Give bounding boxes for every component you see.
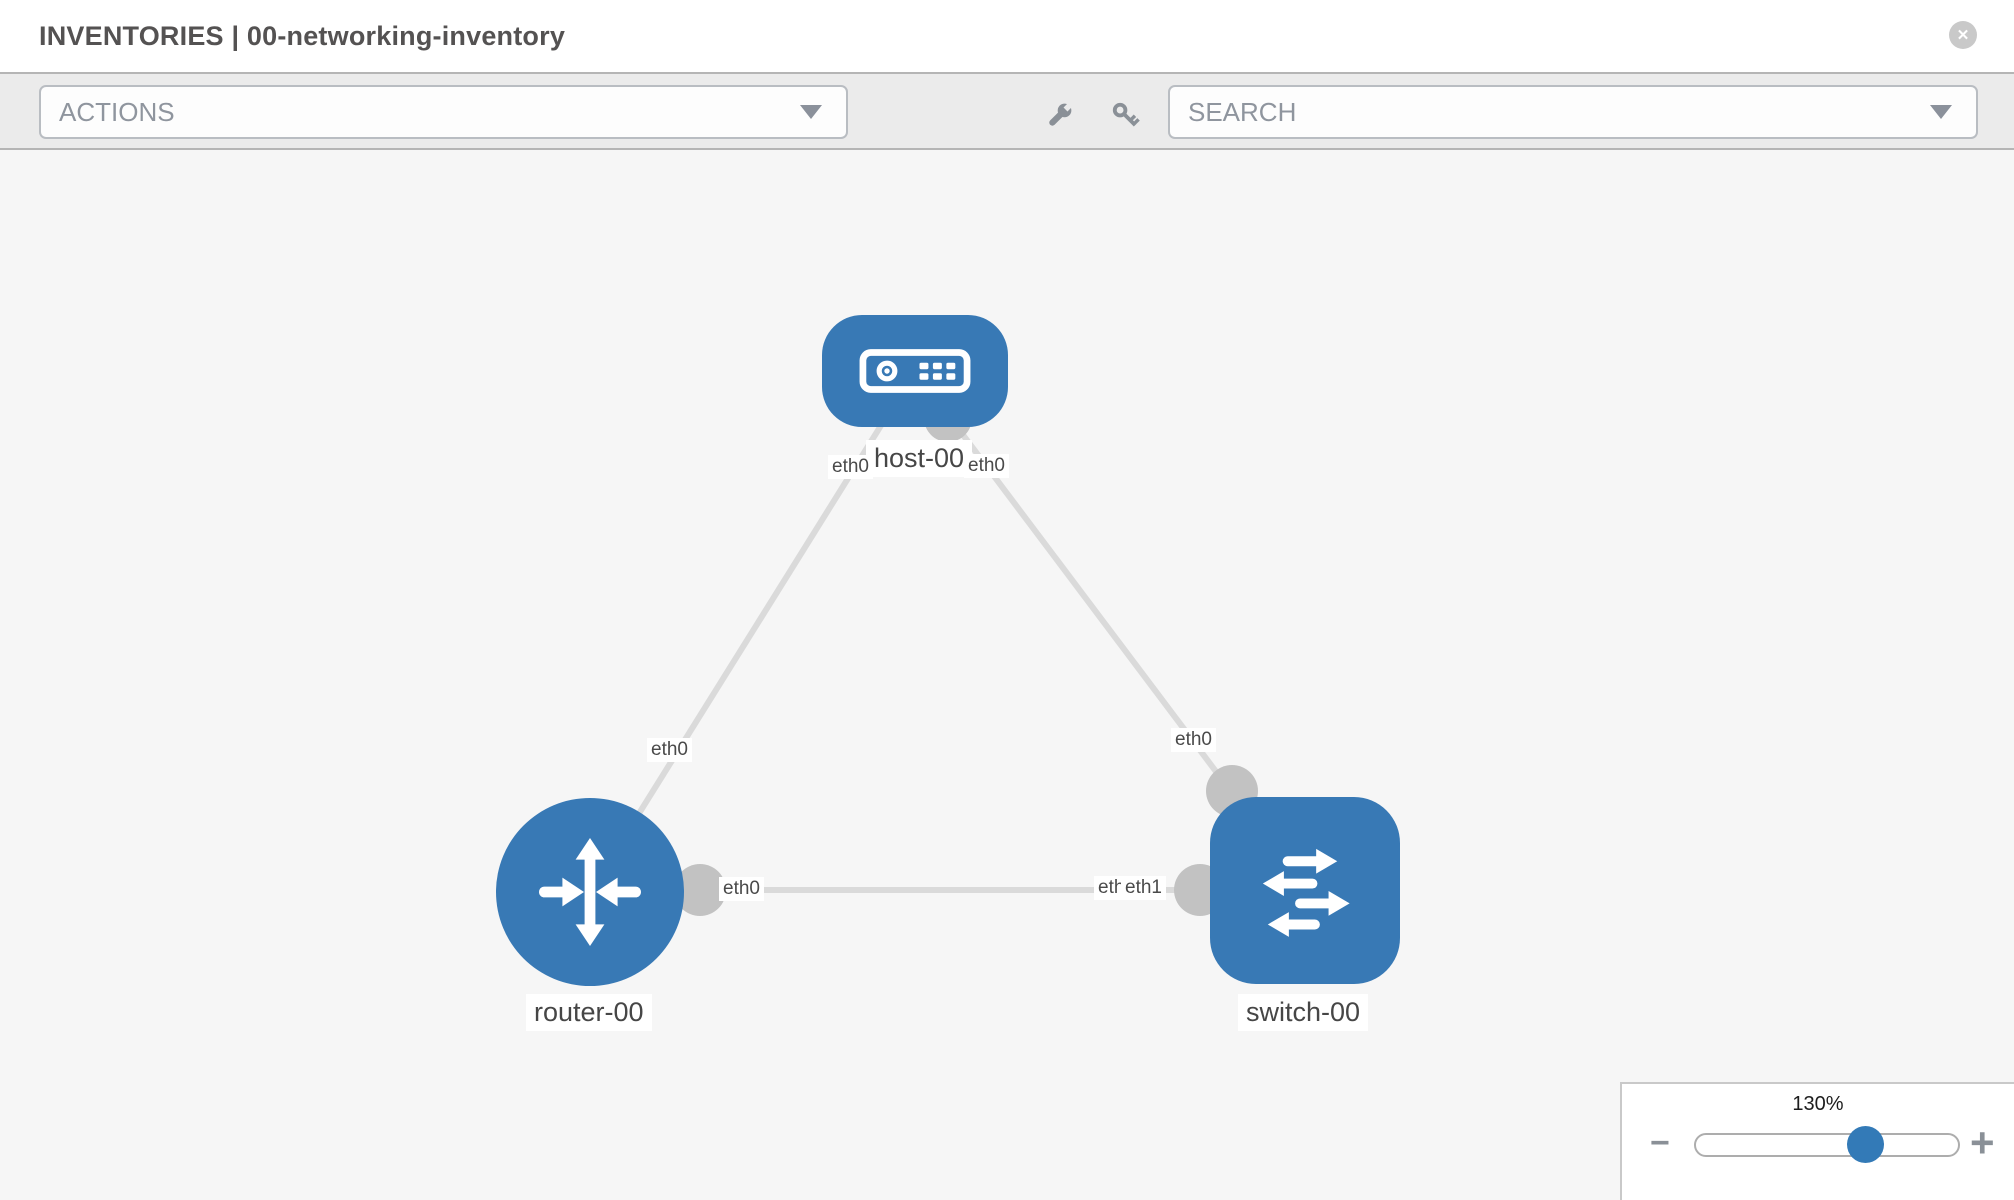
actions-dropdown[interactable]: ACTIONS [39,85,848,139]
header: INVENTORIES | 00-networking-inventory ✕ [0,0,2014,72]
close-icon: ✕ [1956,27,1970,44]
page-title: INVENTORIES | 00-networking-inventory [39,20,566,51]
zoom-panel: 130% − + [1620,1082,2014,1200]
interface-label-router-eth0-uplink: eth0 [647,738,692,762]
interface-label-switch-eth1: eth1 [1121,876,1166,900]
interface-label-switch-eth0-uplink: eth0 [1171,728,1216,752]
interface-label-host-eth0-to-router: eth0 [828,455,873,479]
actions-dropdown-label: ACTIONS [59,96,175,127]
zoom-slider-knob[interactable] [1847,1126,1884,1163]
interface-label-host-eth0-to-switch: eth0 [964,454,1009,478]
chevron-down-icon [1930,105,1952,119]
node-label-switch: switch-00 [1238,994,1369,1032]
node-label-host: host-00 [866,440,973,478]
chevron-down-icon [800,105,822,119]
host-icon [859,349,971,393]
minus-icon: − [1650,1124,1670,1162]
node-switch-00[interactable] [1210,797,1400,984]
links-layer [587,369,1308,916]
close-button[interactable]: ✕ [1949,21,1977,49]
topology-canvas[interactable]: host-00 router-00 switch-00 eth0 eth0 et… [0,150,2014,1200]
interface-label-router-eth0: eth0 [719,877,764,901]
search-dropdown[interactable]: SEARCH [1168,85,1978,139]
plus-icon: + [1970,1119,1995,1166]
wrench-icon[interactable] [1044,99,1076,131]
search-placeholder: SEARCH [1188,96,1297,127]
zoom-in-button[interactable]: + [1970,1120,1995,1166]
zoom-out-button[interactable]: − [1650,1124,1670,1162]
node-label-router: router-00 [526,994,652,1032]
interface-connector-router [674,864,726,916]
toolbar: ACTIONS SEARCH [0,72,2014,150]
key-icon[interactable] [1109,99,1141,131]
switch-icon [1262,848,1350,937]
zoom-slider-track[interactable] [1694,1133,1960,1157]
router-icon [539,838,641,946]
node-host-00[interactable] [822,315,1008,427]
zoom-level-value: 130% [1792,1093,1844,1115]
node-router-00[interactable] [496,798,684,986]
